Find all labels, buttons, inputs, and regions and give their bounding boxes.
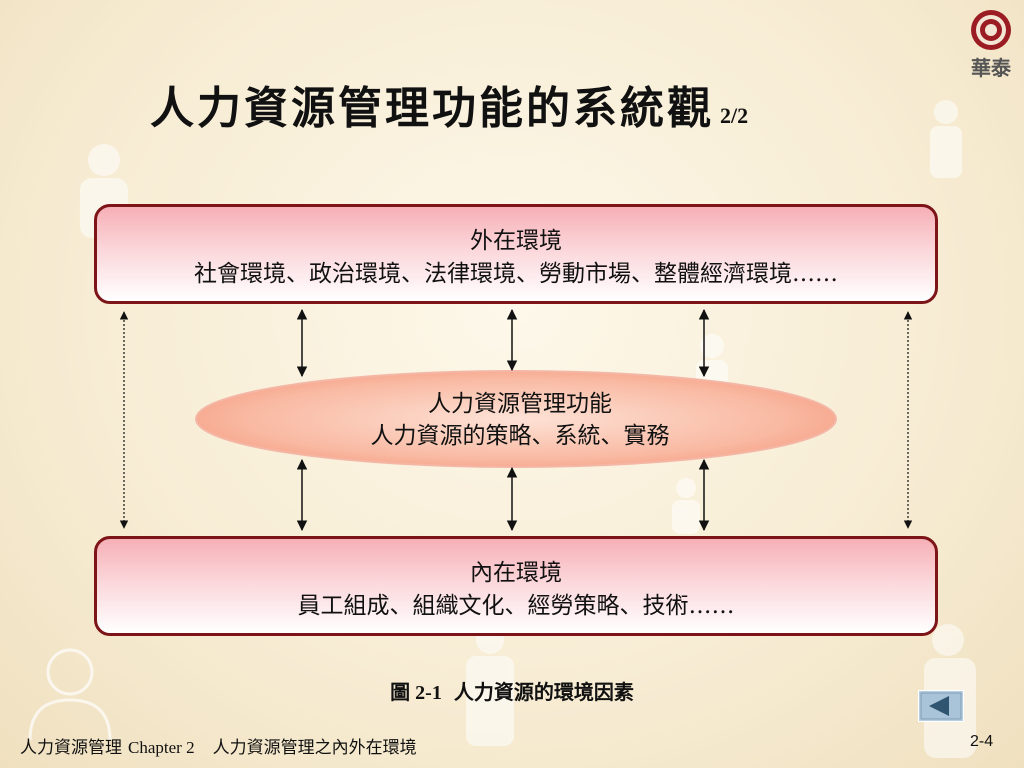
footer-chapter-title: 人力資源管理之內外在環境 — [212, 738, 417, 757]
figure-caption: 圖 2-1 人力資源的環境因素 — [0, 676, 1024, 705]
logo-text: 華泰 — [971, 56, 1011, 80]
internal-heading: 內在環境 — [470, 560, 562, 586]
back-arrow-icon — [929, 696, 949, 716]
external-heading: 外在環境 — [470, 228, 562, 254]
footer-left: 人力資源管理 Chapter 2 人力資源管理之內外在環境 — [20, 733, 417, 758]
internal-environment-box: 內在環境 員工組成、組織文化、經勞策略、技術…… — [94, 536, 938, 636]
external-items: 社會環境、政治環境、法律環境、勞動市場、整體經濟環境…… — [194, 261, 838, 287]
caption-text: 人力資源的環境因素 — [453, 682, 634, 704]
external-environment-box: 外在環境 社會環境、政治環境、法律環境、勞動市場、整體經濟環境…… — [94, 204, 938, 304]
hrm-items: 人力資源的策略、系統、實務 — [370, 423, 670, 449]
title-suffix: 2/2 — [720, 103, 749, 128]
internal-items: 員工組成、組織文化、經勞策略、技術…… — [297, 593, 735, 619]
page-number: 2-4 — [970, 733, 994, 750]
footer-chapter: Chapter 2 — [128, 738, 195, 757]
circle-logo-icon — [971, 10, 1011, 50]
back-button[interactable] — [918, 690, 964, 722]
footer-course: 人力資源管理 — [20, 738, 122, 757]
caption-label: 圖 2-1 — [390, 682, 442, 704]
hrm-heading: 人力資源管理功能 — [428, 391, 612, 417]
hrm-function-text: 人力資源管理功能 人力資源的策略、系統、實務 — [290, 388, 750, 452]
title-main: 人力資源管理功能的系統觀 — [150, 83, 714, 134]
